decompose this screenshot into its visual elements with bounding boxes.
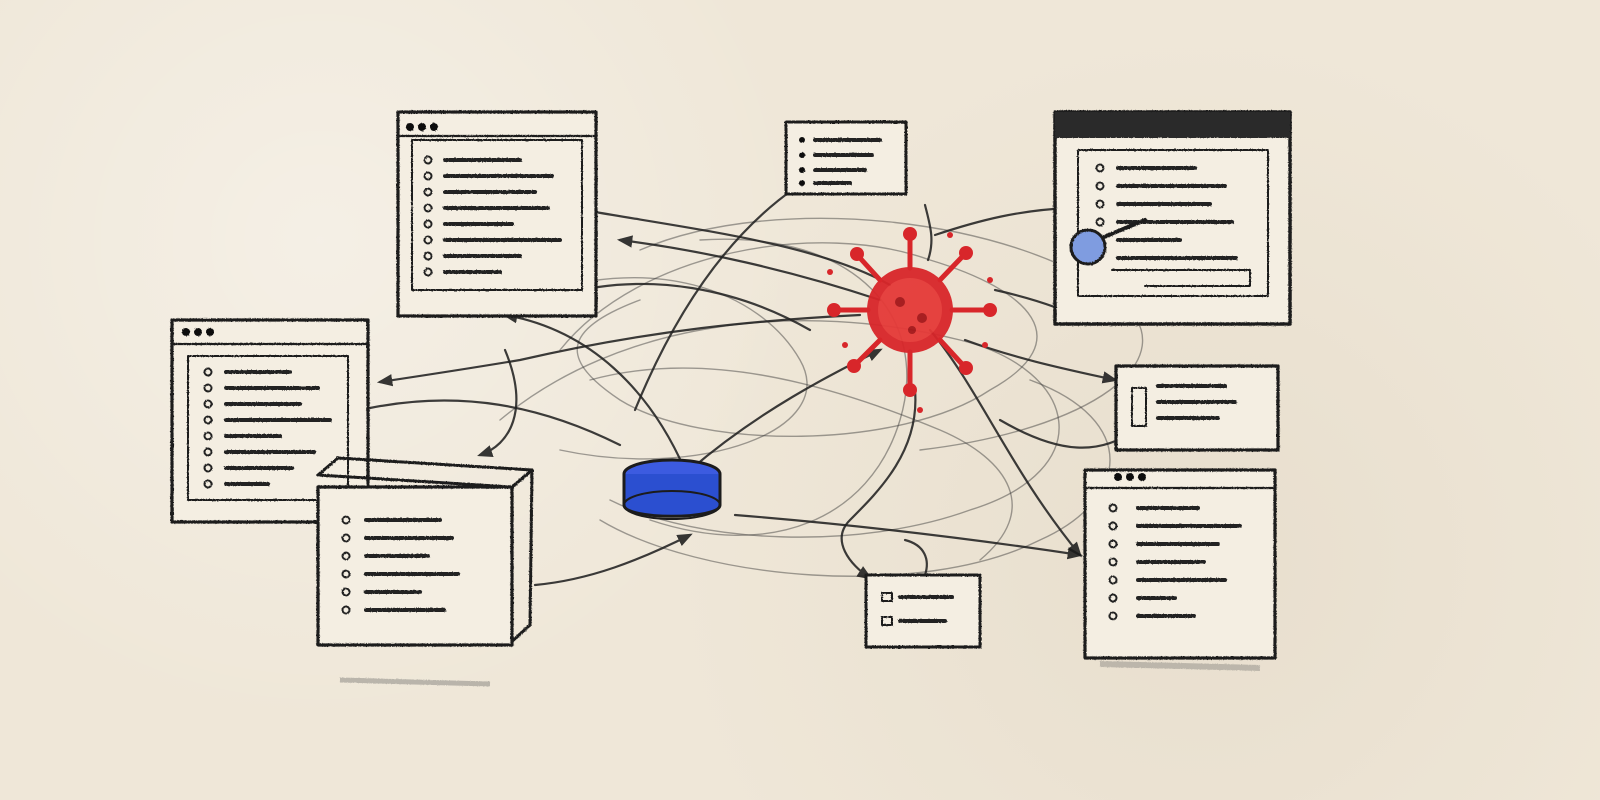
wire-center-up	[501, 311, 687, 472]
wire-virus-to-bottom-right	[928, 328, 1082, 558]
window-list	[1095, 163, 1251, 287]
wire-virus-to-left-panel	[376, 313, 862, 387]
window-control-dot	[430, 123, 438, 131]
wire-small-bottom	[903, 538, 928, 577]
wire-left-down	[477, 348, 518, 457]
loop-1	[559, 242, 1038, 438]
window-top-left	[396, 110, 598, 318]
database-icon	[622, 458, 722, 520]
wire-left-to-center	[368, 399, 622, 447]
window-top-right	[1053, 110, 1292, 326]
wire-virus-to-top-left	[616, 235, 882, 302]
window-bottom-right	[1083, 468, 1277, 671]
card-top-center	[784, 120, 908, 196]
window-list	[423, 155, 562, 277]
loop-5	[519, 276, 808, 460]
wire-small-top-to-virus	[923, 203, 933, 262]
wire-virus-to-small-bottom	[840, 388, 917, 580]
server-box	[316, 456, 534, 687]
loop-2	[499, 320, 1060, 538]
card-bottom-center	[864, 573, 982, 649]
wire-database-to-mid-right	[733, 513, 1084, 560]
virus-icon	[827, 227, 997, 413]
wire-box-to-database	[533, 533, 693, 587]
window-list	[203, 367, 332, 489]
wire-small-top-down	[633, 186, 797, 412]
window-list	[341, 515, 460, 615]
window-list	[1108, 503, 1242, 621]
wire-virus-to-top-right	[933, 202, 1074, 237]
magnifier-icon	[1069, 218, 1147, 266]
wire-top-left-to-virus	[593, 210, 892, 287]
card-right-middle	[1114, 364, 1280, 452]
window-control-dot	[406, 123, 414, 131]
window-control-dot	[418, 123, 426, 131]
